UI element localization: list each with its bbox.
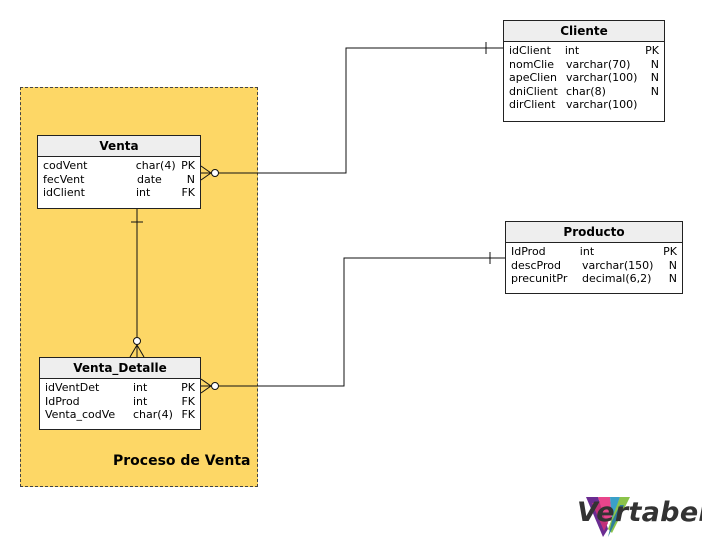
table-row: idClient int FK xyxy=(43,186,195,200)
table-venta-detalle-columns: idVentDet int PK IdProd int FK Venta_cod… xyxy=(40,379,200,422)
column-name: idClient xyxy=(509,44,551,57)
table-cliente[interactable]: Cliente idClient int PK nomClie varchar(… xyxy=(503,20,665,122)
brand-name: Vertabelo xyxy=(577,497,702,528)
column-type: int xyxy=(133,381,148,394)
column-name: fecVent xyxy=(43,172,85,186)
column-type: char(4) xyxy=(135,159,176,172)
column-key: PK xyxy=(181,159,195,172)
table-row: codVent char(4) PK xyxy=(43,159,195,173)
column-name: dniClient xyxy=(509,84,558,98)
column-type: varchar(100) xyxy=(566,98,638,111)
table-row: idClient int PK xyxy=(509,44,659,58)
table-venta[interactable]: Venta codVent char(4) PK fecVent date N … xyxy=(37,135,201,209)
table-row: apeClien varchar(100) N xyxy=(509,71,659,85)
column-name: descProd xyxy=(511,258,561,272)
rel-venta-detalle-crow-3 xyxy=(136,344,145,358)
table-producto-columns: IdProd int PK descProd varchar(150) N pr… xyxy=(506,243,682,286)
rel-venta-cliente-optional xyxy=(211,169,219,177)
column-key: N xyxy=(650,71,659,84)
column-key: FK xyxy=(181,186,195,199)
column-type: varchar(70) xyxy=(566,57,631,71)
table-venta-detalle[interactable]: Venta_Detalle idVentDet int PK IdProd in… xyxy=(39,357,201,430)
rel-venta-cliente-crow-3 xyxy=(200,172,212,181)
column-name: IdProd xyxy=(45,394,80,408)
table-cliente-title: Cliente xyxy=(504,21,664,42)
table-row: nomClie varchar(70) N xyxy=(509,58,659,72)
table-row: idVentDet int PK xyxy=(45,381,195,395)
rel-detalle-producto-optional xyxy=(211,382,219,390)
column-name: IdProd xyxy=(511,245,546,258)
column-type: int xyxy=(564,44,580,57)
column-name: codVent xyxy=(43,159,88,172)
column-type: int xyxy=(135,186,151,199)
rel-venta-detalle-optional xyxy=(133,337,141,345)
column-key: N xyxy=(668,258,677,272)
column-name: apeClien xyxy=(509,71,558,84)
table-row: dirClient varchar(100) xyxy=(509,98,659,112)
table-venta-title: Venta xyxy=(38,136,200,157)
column-key: PK xyxy=(663,245,677,258)
column-key: N xyxy=(668,272,677,285)
column-type: char(4) xyxy=(133,408,173,421)
column-key: PK xyxy=(645,44,659,57)
column-name: precunitPr xyxy=(511,272,568,285)
column-type: int xyxy=(579,245,595,258)
column-key: N xyxy=(186,172,195,186)
table-row: precunitPr decimal(6,2) N xyxy=(511,272,677,286)
column-type: varchar(150) xyxy=(582,258,654,272)
table-row: IdProd int PK xyxy=(511,245,677,259)
table-row: Venta_codVe char(4) FK xyxy=(45,408,195,422)
column-key: FK xyxy=(181,394,195,408)
rel-venta-cliente xyxy=(215,47,503,174)
column-type: char(8) xyxy=(566,84,606,98)
column-name: idClient xyxy=(43,186,85,199)
column-type: int xyxy=(133,394,148,408)
column-key: PK xyxy=(181,381,195,394)
column-name: dirClient xyxy=(509,98,556,111)
column-type: date xyxy=(137,172,162,186)
area-label: Proceso de Venta xyxy=(113,453,251,469)
column-key: N xyxy=(650,57,659,71)
rel-detalle-producto xyxy=(215,257,505,387)
column-name: idVentDet xyxy=(45,381,100,394)
table-row: dniClient char(8) N xyxy=(509,85,659,99)
column-key: FK xyxy=(181,408,195,421)
table-row: fecVent date N xyxy=(43,173,195,187)
column-type: decimal(6,2) xyxy=(582,272,652,285)
column-name: nomClie xyxy=(509,57,554,71)
rel-venta-cliente-crow-1 xyxy=(200,165,212,174)
table-producto[interactable]: Producto IdProd int PK descProd varchar(… xyxy=(505,221,683,294)
column-key xyxy=(648,98,659,112)
table-cliente-columns: idClient int PK nomClie varchar(70) N ap… xyxy=(504,42,664,112)
table-venta-detalle-title: Venta_Detalle xyxy=(40,358,200,379)
table-venta-columns: codVent char(4) PK fecVent date N idClie… xyxy=(38,157,200,200)
column-key: N xyxy=(650,84,659,98)
table-producto-title: Producto xyxy=(506,222,682,243)
table-row: descProd varchar(150) N xyxy=(511,259,677,273)
column-name: Venta_codVe xyxy=(45,408,116,421)
rel-detalle-producto-crow-3 xyxy=(200,385,212,394)
table-row: IdProd int FK xyxy=(45,395,195,409)
rel-detalle-producto-crow-1 xyxy=(200,378,212,387)
rel-venta-detalle-crow-1 xyxy=(129,344,138,358)
column-type: varchar(100) xyxy=(566,71,638,84)
vertabelo-logo-icon xyxy=(586,497,630,537)
